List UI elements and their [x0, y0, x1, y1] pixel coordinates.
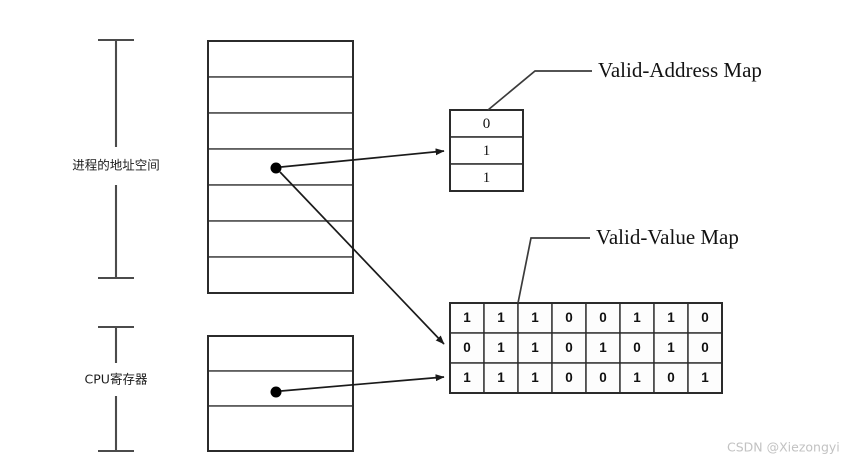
cpu-register-bracket	[98, 325, 134, 453]
valid-address-cell-2: 1	[483, 170, 491, 186]
address-space-block	[207, 40, 354, 294]
memory-row	[207, 40, 354, 78]
memory-row	[207, 184, 354, 222]
register-row	[207, 405, 354, 452]
valid-value-cell	[449, 332, 485, 364]
valid-value-text: 0	[633, 340, 641, 355]
valid-value-text: 1	[531, 370, 539, 385]
valid-value-text: 1	[497, 310, 505, 325]
valid-value-text: 0	[701, 310, 709, 325]
valid-value-cell	[449, 302, 485, 334]
memory-row	[207, 256, 354, 294]
valid-value-text: 0	[565, 370, 573, 385]
arrow-address-space-to-valid-address-map	[280, 148, 445, 168]
valid-value-text: 1	[497, 370, 505, 385]
valid-value-text: 1	[531, 340, 539, 355]
valid-value-text: 1	[599, 340, 607, 355]
cpu-register-block	[207, 335, 354, 452]
valid-value-text: 0	[565, 310, 573, 325]
valid-value-text: 1	[463, 310, 471, 325]
valid-value-text: 1	[701, 370, 709, 385]
valid-value-text: 1	[497, 340, 505, 355]
address-space-bracket	[98, 38, 134, 280]
valid-value-text: 0	[599, 370, 607, 385]
address-space-label: 进程的地址空间	[72, 158, 160, 173]
cpu-register-pointer-dot	[270, 386, 282, 398]
valid-value-cell	[517, 302, 553, 334]
valid-address-cell-1: 1	[483, 143, 491, 159]
valid-address-map-table: 0 1 1	[449, 109, 524, 192]
watermark-text: CSDN @Xiezongyi	[727, 440, 840, 455]
register-row	[207, 335, 354, 372]
valid-value-text: 1	[633, 310, 641, 325]
valid-address-cell-0: 0	[483, 116, 491, 132]
valid-value-cell	[483, 302, 519, 334]
valid-value-text: 0	[565, 340, 573, 355]
valid-value-map-label: Valid-Value Map	[596, 225, 739, 249]
cpu-register-label: CPU寄存器	[85, 372, 148, 387]
valid-value-map-grid: 1 1 1 0 0 1 1 0 0 1 1 0 1 0 1 0 1 1 1 0 …	[449, 302, 723, 394]
valid-value-text: 1	[531, 310, 539, 325]
memory-row	[207, 112, 354, 150]
arrow-cpu-register-to-valid-value-map	[280, 374, 445, 392]
valid-value-text: 1	[633, 370, 641, 385]
valid-value-cell	[483, 332, 519, 364]
valid-value-text: 1	[667, 310, 675, 325]
valid-address-map-leader	[487, 70, 592, 111]
valid-value-cell	[653, 362, 689, 394]
valid-value-text: 1	[667, 340, 675, 355]
valid-value-text: 0	[667, 370, 675, 385]
valid-value-map-leader	[517, 237, 590, 304]
register-row	[207, 370, 354, 407]
valid-address-map-label: Valid-Address Map	[598, 58, 762, 82]
memory-row	[207, 220, 354, 258]
memory-row	[207, 76, 354, 114]
arrow-address-space-to-valid-value-map	[279, 171, 445, 345]
valid-value-text: 0	[599, 310, 607, 325]
valid-value-text: 0	[463, 340, 471, 355]
address-space-pointer-dot	[270, 162, 282, 174]
valid-value-text: 1	[463, 370, 471, 385]
valid-value-text: 0	[701, 340, 709, 355]
